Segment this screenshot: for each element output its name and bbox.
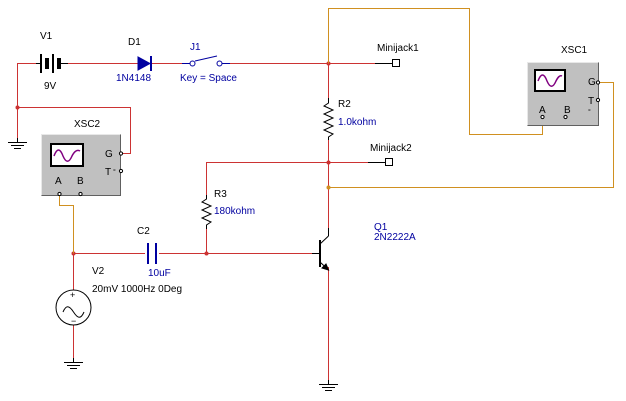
- v2-ref: V2: [92, 266, 105, 277]
- minijack2-ref: Minijack2: [370, 143, 412, 154]
- xsc2-pin-a-label: A: [55, 176, 62, 187]
- xsc1-oscilloscope[interactable]: A B G T °: [527, 62, 599, 126]
- wire-xsc1-g: [328, 82, 614, 188]
- diode-icon: [137, 56, 152, 71]
- ground-icon: [319, 380, 338, 391]
- wire-xsc1-a-top: [328, 8, 543, 135]
- wire-r3-collector: [206, 162, 329, 195]
- xsc1-screen: [534, 69, 566, 92]
- r3-value: 180kohm: [214, 206, 256, 217]
- xsc2-pin-t-label: T °: [105, 167, 116, 178]
- wire-xsc2-a: [59, 194, 74, 254]
- xsc1-pin-g-label: G: [588, 77, 596, 88]
- ground-icon: [64, 358, 83, 369]
- xsc2-screen: [50, 143, 84, 167]
- xsc1-pin-a-label: A: [539, 105, 546, 116]
- c2-ref: C2: [137, 226, 150, 237]
- d1-ref: D1: [128, 37, 141, 48]
- v2-value: 20mV 1000Hz 0Deg: [92, 284, 183, 295]
- xsc2-oscilloscope[interactable]: A B G T °: [41, 134, 121, 196]
- ac-source-icon: [55, 289, 92, 326]
- xsc1-pin-b-label: B: [564, 105, 571, 116]
- minijack2-jack-icon[interactable]: [385, 158, 393, 166]
- d1-value: 1N4148: [116, 73, 152, 84]
- resistor-icon: [200, 195, 213, 229]
- oscilloscope-icon: [537, 74, 563, 87]
- ground-icon: [8, 138, 27, 149]
- xsc2-ref: XSC2: [74, 119, 101, 130]
- minijack1-ref: Minijack1: [377, 43, 419, 54]
- resistor-icon: [322, 98, 335, 140]
- v2-minus-icon: −: [71, 316, 77, 326]
- wire-gnd-v1: [17, 63, 36, 138]
- v2-plus-icon: +: [70, 290, 76, 300]
- npn-transistor-icon: [312, 228, 330, 271]
- minijack1-jack-icon[interactable]: [392, 59, 400, 67]
- xsc1-ref: XSC1: [561, 45, 588, 56]
- xsc2-pin-g-label: G: [105, 149, 113, 160]
- xsc2-pin-b-label: B: [77, 176, 84, 187]
- xsc1-pin-t-label: T °: [588, 96, 595, 117]
- battery-icon: [36, 54, 68, 73]
- j1-value: Key = Space: [180, 73, 237, 84]
- switch-icon: [182, 55, 230, 67]
- q1-ref: Q1: [374, 222, 388, 233]
- wire-xsc2-g: [17, 107, 131, 154]
- q1-value: 2N2222A: [374, 232, 416, 243]
- r2-value: 1.0kohm: [338, 117, 377, 128]
- r2-ref: R2: [338, 99, 351, 110]
- c2-value: 10uF: [148, 268, 171, 279]
- capacitor-icon: [147, 243, 157, 264]
- v1-value: 9V: [44, 81, 57, 92]
- v1-ref: V1: [40, 31, 53, 42]
- r3-ref: R3: [214, 189, 227, 200]
- oscilloscope-icon: [53, 149, 81, 162]
- j1-ref: J1: [190, 42, 201, 53]
